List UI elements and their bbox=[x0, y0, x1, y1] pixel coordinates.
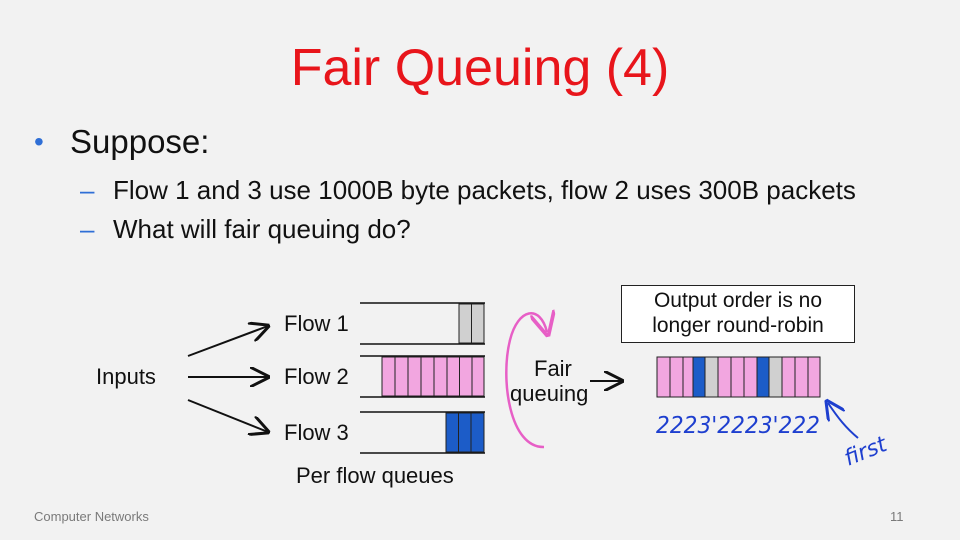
flow3-label: Flow 3 bbox=[284, 420, 349, 445]
scheduler-label-line2: queuing bbox=[510, 381, 589, 406]
output-packet-flow2 bbox=[781, 356, 796, 398]
packet-flow2 bbox=[394, 356, 409, 397]
sub-bullet-2: – What will fair queuing do? bbox=[80, 211, 411, 247]
packet-flow2 bbox=[381, 356, 396, 397]
output-packet-flow2 bbox=[730, 356, 745, 398]
packet-flow1 bbox=[471, 303, 485, 344]
output-packet-flow2 bbox=[807, 356, 821, 398]
scheduler-label-line1: Fair bbox=[534, 356, 572, 381]
output-packet-flow2 bbox=[669, 356, 684, 398]
packet-flow2 bbox=[407, 356, 422, 397]
sub-bullet-text: What will fair queuing do? bbox=[113, 213, 411, 244]
sub-bullet-text: Flow 1 and 3 use 1000B byte packets, flo… bbox=[113, 174, 856, 205]
handwritten-first: first bbox=[841, 432, 892, 472]
flow2-label: Flow 2 bbox=[284, 364, 349, 389]
queue-flow2 bbox=[360, 355, 485, 398]
note-box: Output order is no longer round-robin bbox=[621, 285, 855, 343]
sub-bullet-1: – Flow 1 and 3 use 1000B byte packets, f… bbox=[80, 172, 856, 208]
output-packet-flow3 bbox=[692, 356, 706, 398]
note-line2: longer round-robin bbox=[652, 314, 824, 337]
bullet-item: • Suppose: bbox=[34, 122, 209, 162]
per-flow-queues-label: Per flow queues bbox=[296, 463, 454, 488]
output-packet-flow1 bbox=[704, 356, 719, 398]
packet-flow1 bbox=[458, 303, 472, 344]
note-line1: Output order is no bbox=[653, 289, 823, 312]
dash-icon: – bbox=[80, 213, 95, 244]
queue-flow1 bbox=[360, 302, 485, 345]
footer-page-number: 11 bbox=[890, 509, 904, 524]
packet-flow2 bbox=[433, 356, 448, 397]
bullet-dot-icon: • bbox=[34, 126, 44, 157]
slide-title: Fair Queuing (4) bbox=[290, 39, 670, 97]
packet-flow3 bbox=[445, 412, 459, 453]
packet-flow2 bbox=[420, 356, 435, 397]
bullet-text: Suppose: bbox=[70, 123, 210, 160]
handwritten-first-arrow bbox=[828, 403, 859, 439]
scheduler-cycle-arrow bbox=[505, 313, 547, 449]
output-packet-flow2 bbox=[743, 356, 758, 398]
packet-flow3 bbox=[458, 412, 472, 453]
output-queue bbox=[656, 356, 821, 398]
inputs-label: Inputs bbox=[96, 364, 156, 389]
packet-flow2 bbox=[459, 356, 473, 397]
output-packet-flow2 bbox=[717, 356, 732, 398]
packet-flow2 bbox=[471, 356, 485, 397]
output-packet-flow2 bbox=[656, 356, 671, 398]
input-arrow-flow1 bbox=[187, 326, 268, 357]
flow1-label: Flow 1 bbox=[284, 311, 349, 336]
footer-course: Computer Networks bbox=[34, 509, 149, 524]
output-packet-flow2 bbox=[794, 356, 809, 398]
output-packet-flow2 bbox=[682, 356, 694, 398]
output-packet-flow3 bbox=[756, 356, 770, 398]
handwritten-output-order: 2223'2223'222 bbox=[656, 413, 820, 439]
packet-flow2 bbox=[446, 356, 460, 397]
queue-flow3 bbox=[360, 411, 485, 454]
output-packet-flow1 bbox=[768, 356, 783, 398]
packet-flow3 bbox=[470, 412, 485, 453]
input-arrow-flow3 bbox=[187, 399, 268, 432]
dash-icon: – bbox=[80, 174, 95, 205]
